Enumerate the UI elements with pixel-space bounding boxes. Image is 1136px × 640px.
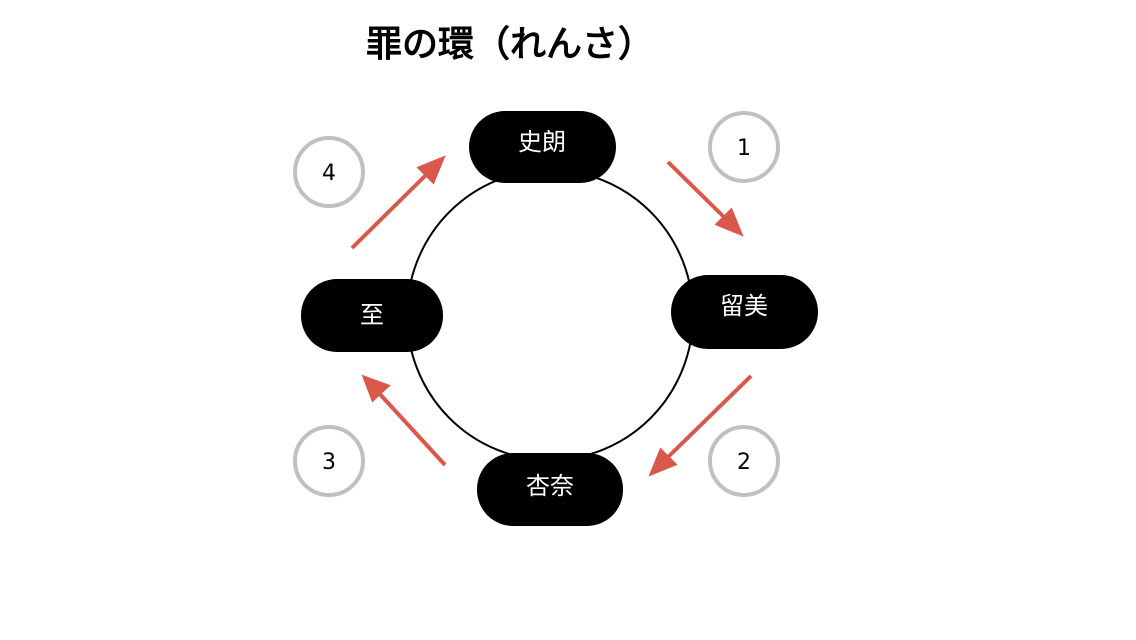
arrow-step-3 (375, 389, 447, 467)
step-ring-4 (293, 136, 365, 208)
step-number-4: 4 (322, 161, 336, 186)
arrow-head-3 (361, 374, 391, 403)
node-label-anna: 杏奈 (526, 472, 574, 500)
arrow-step-2 (663, 374, 753, 462)
node-shiro (469, 111, 616, 183)
node-rumi (671, 275, 818, 349)
arrow-head-4 (416, 155, 446, 185)
node-itaru (301, 279, 443, 352)
step-ring-1 (708, 111, 780, 183)
arrow-step-1 (666, 160, 729, 222)
cycle-ring (406, 169, 694, 461)
node-label-rumi: 留美 (720, 292, 768, 320)
step-ring-2 (708, 425, 780, 497)
step-number-2: 2 (737, 450, 751, 475)
arrow-head-1 (714, 207, 744, 237)
arrow-step-4 (350, 170, 431, 250)
node-label-itaru: 至 (360, 301, 384, 329)
diagram-title: 罪の環（れんさ） (366, 24, 654, 65)
node-anna (477, 453, 623, 526)
node-label-shiro: 史朗 (518, 128, 566, 156)
step-number-1: 1 (737, 136, 751, 161)
step-ring-3 (293, 425, 365, 497)
arrow-head-2 (648, 447, 678, 477)
step-number-3: 3 (322, 450, 336, 475)
